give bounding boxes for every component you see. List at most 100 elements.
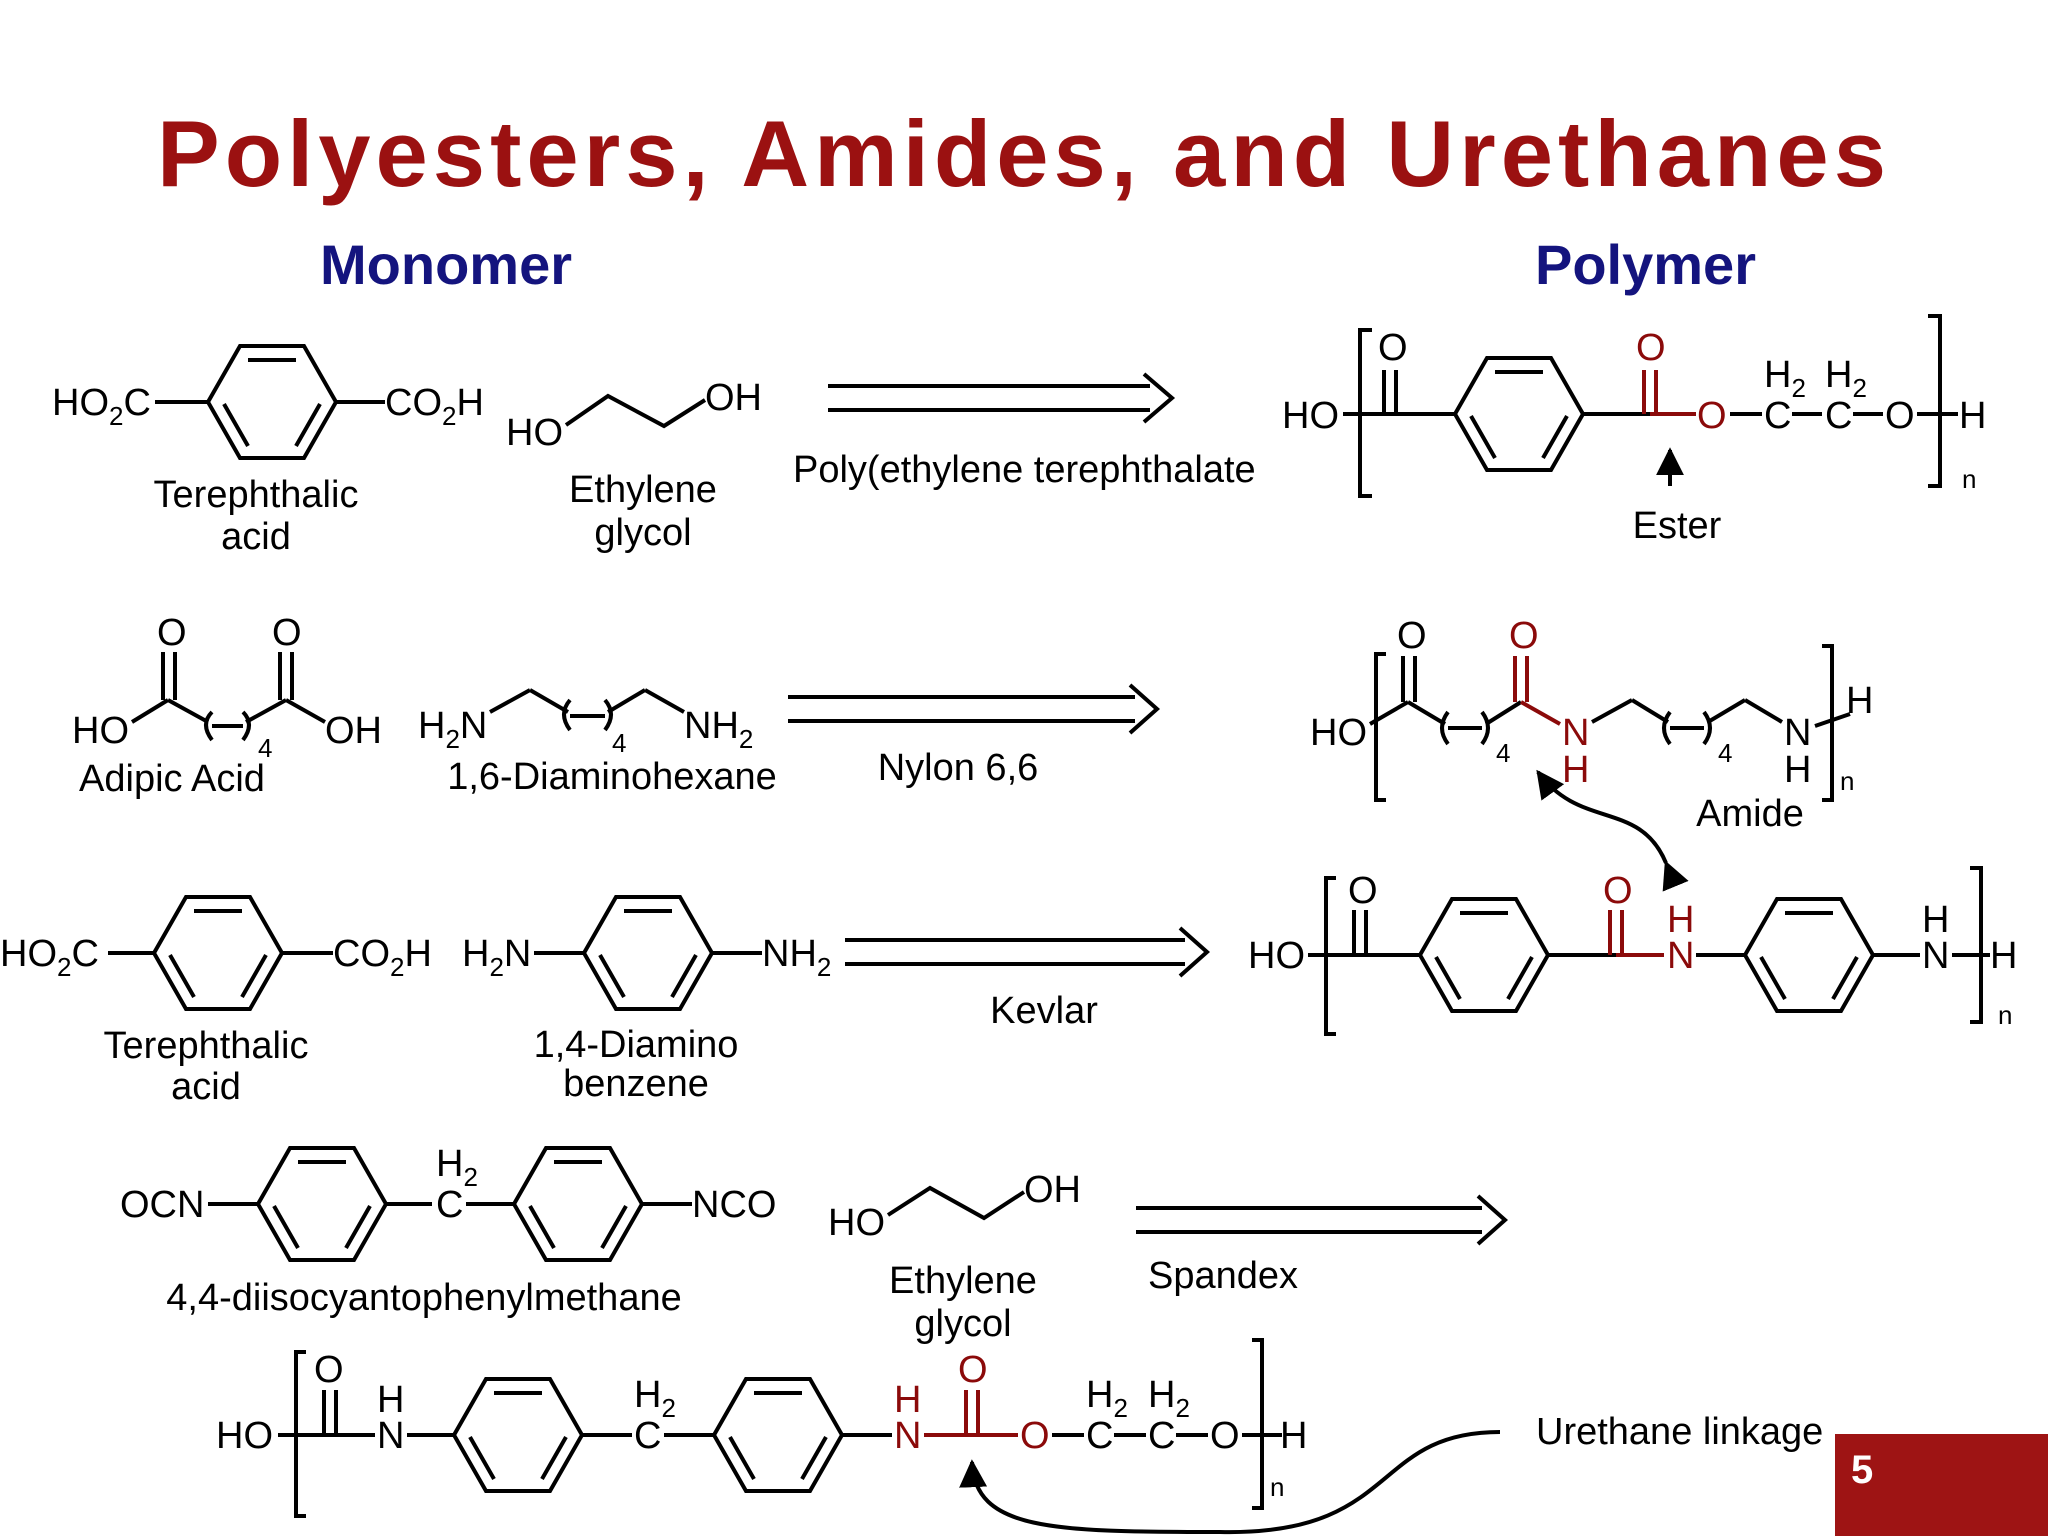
svg-text:N: N: [1562, 712, 1589, 754]
svg-text:O: O: [272, 612, 302, 654]
svg-text:O: O: [1603, 870, 1633, 912]
svg-text:CO2H: CO2H: [333, 933, 432, 982]
adipic-acid-structure: HO O 4 O OH: [72, 612, 382, 763]
svg-text:O: O: [314, 1349, 344, 1391]
page-number: 5: [1851, 1448, 1874, 1492]
kevlar-polymer-structure: HO O O H N H N H n: [1248, 866, 2017, 1036]
kevlar-monomer2-name-line2: benzene: [563, 1063, 709, 1105]
polymer-header: Polymer: [1535, 233, 1756, 296]
spandex-polymer-structure: HO O H N C H2 H N O O C H2 C H2: [216, 1338, 1501, 1535]
nylon-polymer-structure: HO O 4 O N H 4 N H H n: [1310, 615, 1873, 892]
svg-text:C: C: [1825, 395, 1852, 437]
svg-text:O: O: [1348, 870, 1378, 912]
svg-text:HO: HO: [828, 1202, 885, 1244]
svg-text:H: H: [1280, 1415, 1307, 1457]
svg-text:C: C: [634, 1415, 661, 1457]
svg-text:HO: HO: [1282, 395, 1339, 437]
svg-text:C: C: [436, 1184, 463, 1226]
reaction-arrow-4: [1136, 1194, 1509, 1246]
svg-text:HO: HO: [1310, 712, 1367, 754]
svg-text:C: C: [1148, 1415, 1175, 1457]
pet-monomer2-name-line2: glycol: [594, 512, 691, 554]
terephthalic-acid-structure-1: HO2C CO2H: [52, 344, 484, 460]
kevlar-monomer1-name-line2: acid: [171, 1066, 241, 1108]
svg-text:C: C: [1764, 395, 1791, 437]
svg-text:H2: H2: [1825, 354, 1867, 403]
spandex-monomer2-name-line1: Ethylene: [889, 1260, 1037, 1302]
svg-text:O: O: [958, 1349, 988, 1391]
slide-title: Polyesters, Amides, and Urethanes: [157, 101, 1891, 206]
svg-text:H: H: [377, 1379, 404, 1421]
svg-text:H2N: H2N: [418, 705, 487, 754]
svg-text:4: 4: [258, 733, 272, 763]
svg-text:H: H: [1846, 680, 1873, 722]
nylon-polymer-name: Nylon 6,6: [878, 747, 1039, 789]
kevlar-monomer2-name-line1: 1,4-Diamino: [534, 1024, 739, 1066]
svg-text:H2: H2: [1148, 1374, 1190, 1423]
svg-text:O: O: [1636, 327, 1666, 369]
svg-text:H: H: [1667, 899, 1694, 941]
diaminohexane-structure: H2N 4 NH2: [418, 688, 753, 758]
svg-text:C: C: [1086, 1415, 1113, 1457]
svg-text:n: n: [1998, 1000, 2012, 1030]
svg-text:N: N: [1784, 712, 1811, 754]
pet-monomer1-name-line1: Terephthalic: [154, 474, 359, 516]
svg-text:H2: H2: [1086, 1374, 1128, 1423]
svg-text:O: O: [1885, 395, 1915, 437]
svg-text:NCO: NCO: [692, 1184, 776, 1226]
svg-text:H2N: H2N: [462, 933, 531, 982]
svg-text:N: N: [377, 1415, 404, 1457]
svg-text:H2: H2: [436, 1143, 478, 1192]
svg-text:O: O: [1509, 615, 1539, 657]
pet-polymer-structure: HO O O O C H2 C H2 O H n: [1282, 314, 1986, 498]
spandex-polymer-name: Spandex: [1148, 1255, 1298, 1297]
svg-text:NH2: NH2: [684, 705, 753, 754]
amide-label: Amide: [1696, 793, 1804, 835]
kevlar-monomer1-name-line1: Terephthalic: [104, 1025, 309, 1067]
pet-monomer2-name-line1: Ethylene: [569, 469, 717, 511]
svg-text:H: H: [894, 1379, 921, 1421]
svg-text:HO: HO: [506, 412, 563, 454]
reaction-arrow-1: [828, 372, 1176, 424]
svg-text:OH: OH: [1024, 1169, 1081, 1211]
kevlar-polymer-name: Kevlar: [990, 990, 1098, 1032]
svg-text:O: O: [1697, 395, 1727, 437]
svg-text:H2: H2: [634, 1374, 676, 1423]
svg-text:H: H: [1922, 899, 1949, 941]
svg-text:H2: H2: [1764, 354, 1806, 403]
page-number-badge: 5: [1835, 1434, 2048, 1536]
reaction-arrow-2: [788, 683, 1161, 735]
pet-polymer-name: Poly(ethylene terephthalate: [793, 449, 1256, 491]
nylon-monomer1-name: Adipic Acid: [79, 758, 265, 800]
svg-text:O: O: [1397, 615, 1427, 657]
svg-text:OCN: OCN: [120, 1184, 204, 1226]
spandex-monomer1-name: 4,4-diisocyantophenylmethane: [166, 1277, 681, 1319]
svg-text:4: 4: [1718, 738, 1732, 768]
svg-text:CO2H: CO2H: [385, 382, 484, 431]
ethylene-glycol-structure-1: HO OH: [506, 377, 762, 454]
svg-text:HO2C: HO2C: [0, 933, 99, 982]
svg-text:H: H: [1562, 749, 1589, 791]
svg-text:HO: HO: [216, 1415, 273, 1457]
svg-text:HO2C: HO2C: [52, 382, 151, 431]
svg-text:O: O: [1378, 327, 1408, 369]
diaminobenzene-structure: H2N NH2: [462, 895, 831, 1011]
svg-text:N: N: [1667, 935, 1694, 977]
monomer-header: Monomer: [320, 233, 572, 296]
svg-text:NH2: NH2: [762, 933, 831, 982]
terephthalic-acid-structure-2: HO2C CO2H: [0, 895, 432, 1011]
svg-text:HO: HO: [72, 710, 129, 752]
svg-text:4: 4: [612, 728, 626, 758]
mdi-structure: OCN C H2 NCO: [120, 1143, 776, 1262]
svg-text:N: N: [894, 1415, 921, 1457]
pet-monomer1-name-line2: acid: [221, 516, 291, 558]
urethane-label: Urethane linkage: [1536, 1411, 1823, 1453]
svg-text:N: N: [1922, 935, 1949, 977]
svg-text:n: n: [1962, 464, 1976, 494]
svg-text:H: H: [1959, 395, 1986, 437]
svg-text:O: O: [157, 612, 187, 654]
svg-text:O: O: [1020, 1415, 1050, 1457]
ethylene-glycol-structure-2: HO OH: [828, 1169, 1081, 1244]
svg-text:H: H: [1990, 935, 2017, 977]
